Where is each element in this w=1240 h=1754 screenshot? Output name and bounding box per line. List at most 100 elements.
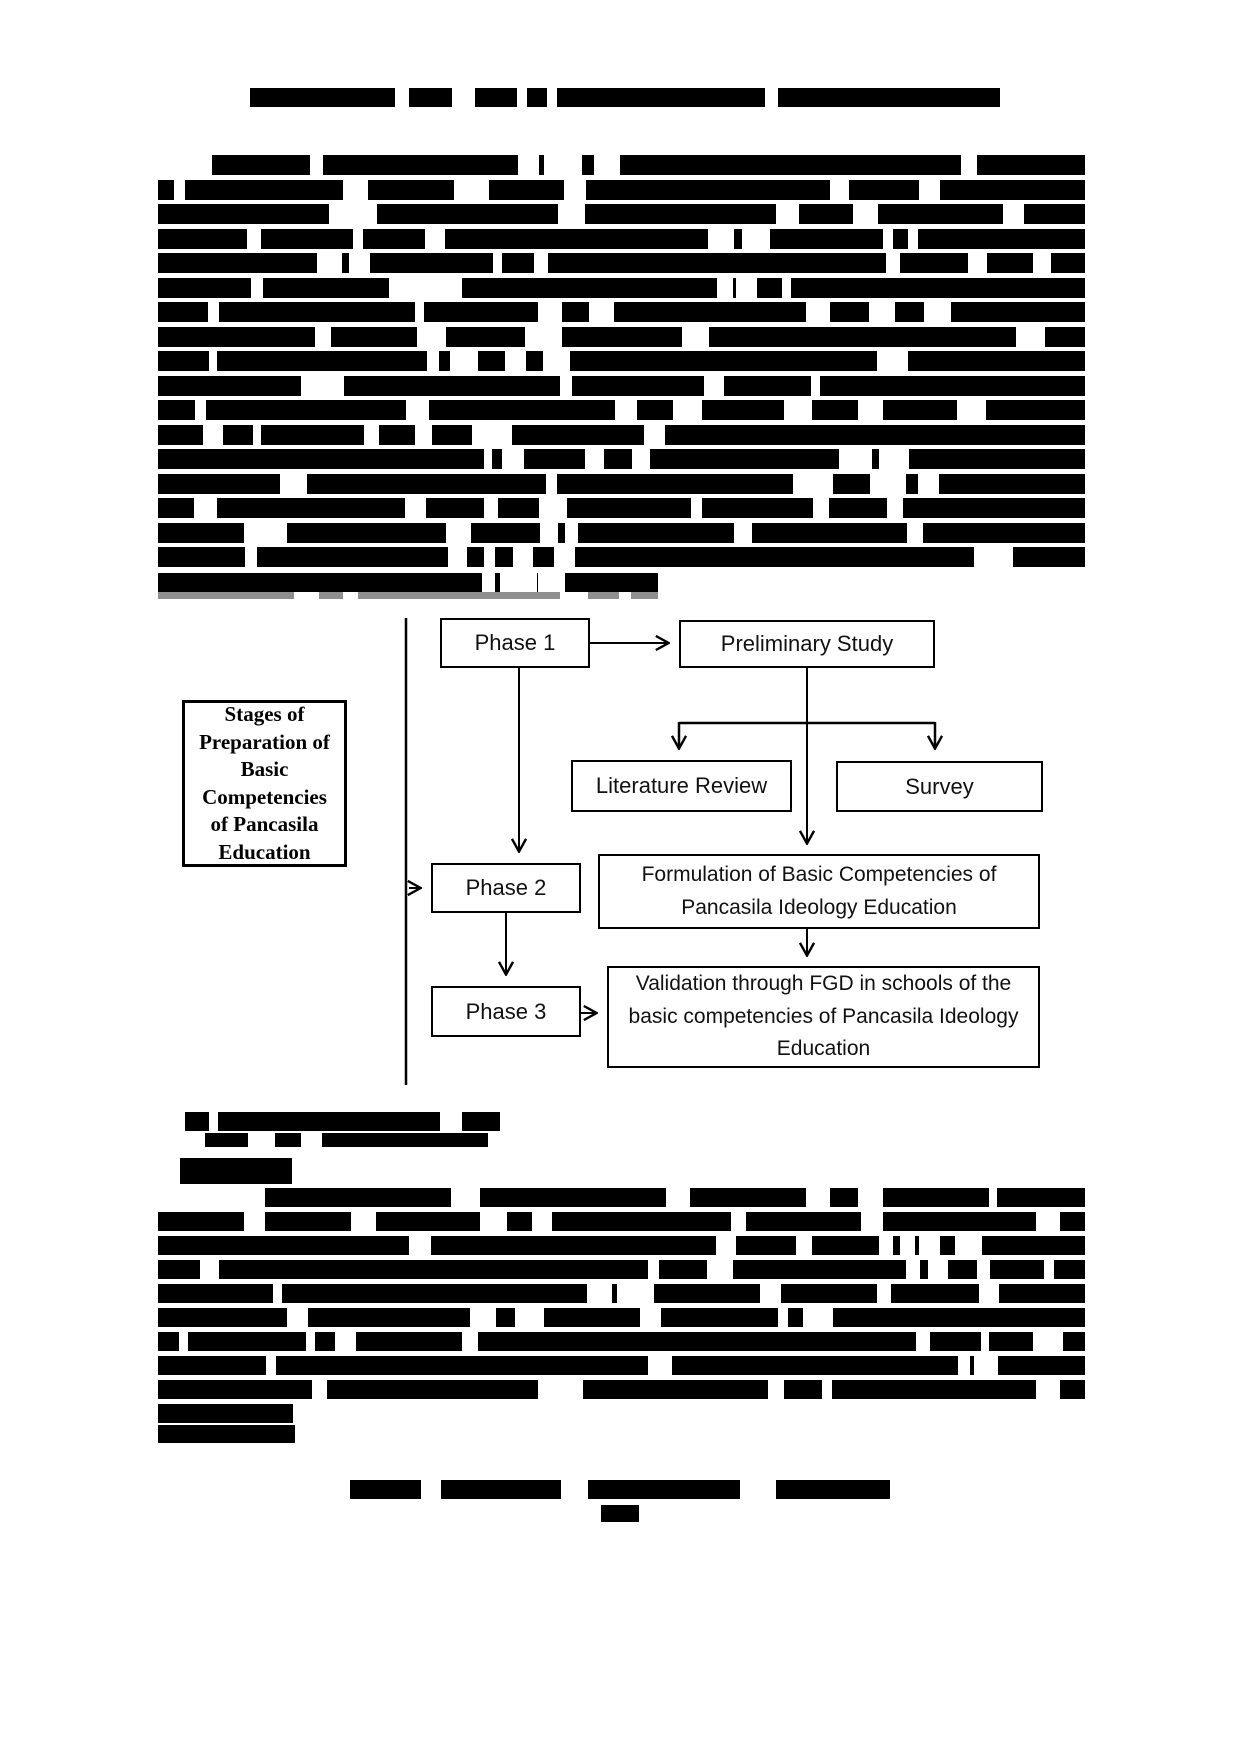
redacted-paragraph-bottom-bar (158, 1260, 1085, 1279)
redaction-gap (532, 1212, 552, 1231)
redacted-paragraph-top-bar (212, 155, 1085, 175)
redaction-gap (179, 1332, 189, 1351)
redaction-gap (616, 1284, 646, 1303)
node-literature-review: Literature Review (571, 760, 792, 812)
stages-label-line: Stages of (224, 702, 305, 726)
node-phase3: Phase 3 (431, 986, 581, 1037)
redaction-gap (310, 155, 324, 175)
redaction-gap (830, 180, 849, 200)
redaction-gap (306, 1332, 316, 1351)
redaction-gap (984, 1356, 999, 1375)
node-preliminary-label: Preliminary Study (720, 631, 894, 657)
node-preliminary-study: Preliminary Study (679, 620, 935, 668)
redaction-gap (484, 498, 498, 518)
redaction-gap (547, 88, 558, 107)
redaction-gap (200, 1260, 219, 1279)
redaction-gap (408, 278, 433, 298)
redaction-gap (803, 1308, 826, 1327)
redaction-gap (311, 1380, 327, 1399)
redaction-gap (492, 253, 502, 273)
redaction-gap (349, 253, 371, 273)
redaction-gap (471, 425, 492, 445)
redacted-paragraph-top-bar (158, 327, 1085, 347)
redacted-section-heading-bar (185, 1112, 500, 1131)
redaction-gap (917, 474, 940, 494)
redacted-paragraph-bottom-bar (158, 1380, 1085, 1399)
redaction-gap (813, 498, 830, 518)
redaction-gap (977, 1260, 990, 1279)
redaction-gap (244, 1212, 266, 1231)
redacted-lead-word-bar (180, 1158, 292, 1184)
redacted-paragraph-top-bar (158, 425, 1085, 445)
redaction-gap (447, 547, 468, 567)
redaction-gap (760, 1284, 781, 1303)
redaction-gap (417, 327, 447, 347)
redaction-gap (449, 351, 479, 371)
stages-label-line: Preparation of (199, 729, 330, 754)
redacted-paragraph-top-bar (158, 376, 1085, 396)
redaction-gap (414, 425, 432, 445)
redaction-gap (886, 253, 901, 273)
redaction-gap (735, 278, 758, 298)
redacted-paragraph-bottom-bar (158, 1425, 295, 1443)
redaction-gap (538, 498, 567, 518)
redacted-paragraph-top-bar (158, 400, 1085, 420)
redaction-gap (1032, 253, 1051, 273)
redaction-gap (280, 474, 307, 494)
redaction-gap (968, 253, 988, 273)
redaction-gap (806, 1188, 830, 1207)
stages-label-box: Stages of Preparation of Basic Competenc… (182, 700, 347, 867)
redaction-gap (560, 1480, 589, 1499)
redaction-gap (585, 449, 604, 469)
redaction-gap (426, 351, 439, 371)
redaction-gap (1016, 327, 1045, 347)
redaction-gap (777, 1308, 789, 1327)
redaction-gap (806, 302, 830, 322)
redaction-gap (342, 180, 368, 200)
redaction-gap (961, 155, 977, 175)
redaction-gap (750, 1480, 777, 1499)
redaction-gap (648, 1260, 659, 1279)
redaction-gap (543, 155, 556, 175)
redaction-gap (482, 573, 496, 592)
redaction-gap (501, 449, 524, 469)
redacted-paragraph-bottom-bar (265, 1188, 1085, 1207)
node-phase1-label: Phase 1 (474, 630, 556, 656)
redaction-gap (559, 376, 573, 396)
redaction-gap (517, 155, 540, 175)
redaction-gap (708, 229, 735, 249)
redaction-gap (461, 1332, 479, 1351)
redaction-gap (565, 523, 578, 543)
redaction-gap (538, 573, 565, 592)
redaction-gap (559, 1380, 584, 1399)
redacted-paragraph-top-bar (158, 547, 1085, 567)
redaction-gap (352, 229, 363, 249)
redaction-gap (209, 1112, 218, 1131)
redaction-gap (767, 1380, 785, 1399)
redaction-gap (928, 1260, 948, 1279)
redaction-gap (734, 523, 753, 543)
redaction-gap (461, 180, 489, 200)
redaction-gap (484, 449, 493, 469)
redacted-paragraph-top-bar (158, 474, 1085, 494)
redaction-gap (775, 204, 799, 224)
node-literature-label: Literature Review (595, 773, 768, 799)
redaction-gap (596, 155, 621, 175)
redacted-paragraph-bottom-bar (158, 1284, 1085, 1303)
redaction-gap (716, 1236, 736, 1255)
redaction-gap (838, 449, 864, 469)
redaction-gap (978, 1284, 999, 1303)
redaction-gap (420, 1480, 442, 1499)
redaction-gap (690, 498, 702, 518)
redaction-gap (287, 1308, 309, 1327)
redacted-paragraph-bottom-bar (158, 1356, 1085, 1375)
redaction-gap (877, 351, 903, 371)
redaction-gap (704, 376, 725, 396)
redacted-paragraph-top-bar (158, 523, 1085, 543)
redaction-gap (246, 229, 262, 249)
redacted-paragraph-top-bar (158, 253, 1085, 273)
redaction-gap (479, 1212, 507, 1231)
redaction-gap (682, 327, 693, 347)
redaction-gap (706, 1260, 734, 1279)
redaction-gap (919, 1236, 941, 1255)
